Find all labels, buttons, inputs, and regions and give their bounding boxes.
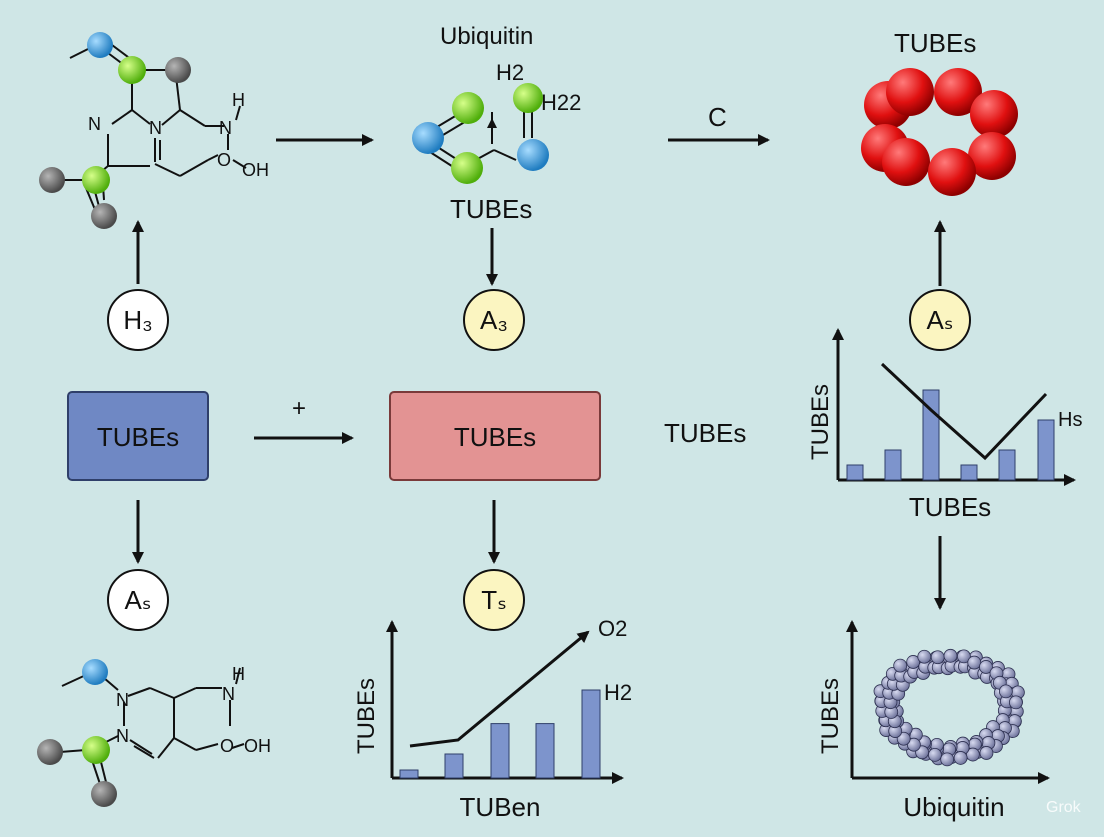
box-blue-label: TUBEs <box>97 422 179 452</box>
sphere <box>917 649 932 664</box>
bar <box>960 464 978 481</box>
node-as-right: Aₛ <box>909 289 971 351</box>
node-as-left-label: Aₛ <box>124 585 151 615</box>
sphere <box>998 684 1013 699</box>
bar <box>1037 419 1055 481</box>
arrow-up-small <box>487 118 497 128</box>
tubes-label: TUBEs <box>450 194 532 224</box>
node-as-left: Aₛ <box>107 569 169 631</box>
bar <box>444 753 464 779</box>
x-axis-label: TUBen <box>460 792 541 822</box>
annotation-label: H2 <box>604 680 632 705</box>
watermark: Grok <box>1046 799 1082 816</box>
atom-label: OH <box>242 160 269 180</box>
atom-gray <box>91 203 117 229</box>
bar <box>846 464 864 481</box>
arrow-label-c: C <box>708 102 727 132</box>
atom-label: N <box>88 114 101 134</box>
node-ts: Tₛ <box>463 569 525 631</box>
atom-gray <box>91 781 117 807</box>
node-h3-label: H₃ <box>123 305 152 335</box>
bar <box>581 689 601 779</box>
atom-green <box>118 56 146 84</box>
atom-green <box>82 736 110 764</box>
plus-label: + <box>292 395 306 422</box>
atom-label: N <box>219 118 232 138</box>
sphere <box>940 752 955 767</box>
y-axis-label: TUBEs <box>817 678 844 754</box>
atom-label: O <box>220 736 234 756</box>
sphere <box>943 648 958 663</box>
node-a3: A₃ <box>463 289 525 351</box>
sphere <box>967 655 982 670</box>
atom-label: N <box>149 118 162 138</box>
node-a3-label: A₃ <box>480 305 508 335</box>
atom-green <box>82 166 110 194</box>
atom-gray <box>39 167 65 193</box>
bar <box>490 723 510 779</box>
atom-green <box>452 92 484 124</box>
bar <box>535 723 555 779</box>
sphere <box>928 747 942 762</box>
series-line <box>409 630 590 748</box>
bar <box>399 769 419 779</box>
blob-cluster <box>998 684 1025 710</box>
atom-gray <box>165 57 191 83</box>
sphere <box>979 660 993 674</box>
atom-gray <box>37 739 63 765</box>
atom-label: N <box>116 726 129 746</box>
annotation-label: Hs <box>1058 409 1082 431</box>
y-axis-label: TUBEs <box>807 384 834 460</box>
molecule-bottom-left <box>59 667 245 785</box>
box-blue-tubes: TUBEs <box>67 391 209 481</box>
sphere <box>893 658 908 673</box>
atom-label: H <box>232 90 245 110</box>
series-line <box>880 362 1048 461</box>
atom-blue <box>87 32 113 58</box>
bar <box>998 449 1016 481</box>
atom-blue <box>412 122 444 154</box>
atom-label: H <box>232 664 245 684</box>
red-sphere-ring <box>861 68 1018 196</box>
atom-label: O <box>217 150 231 170</box>
sphere <box>979 746 994 760</box>
atom-green <box>451 152 483 184</box>
sphere <box>906 737 921 752</box>
node-as-right-label: Aₛ <box>926 305 953 335</box>
sphere <box>1008 695 1023 710</box>
atom-blue <box>517 139 549 171</box>
atom-blue <box>82 659 108 685</box>
h2-label: H2 <box>496 60 524 85</box>
box-red-label: TUBEs <box>454 422 536 452</box>
bar <box>884 449 902 481</box>
annotation-label: O2 <box>598 616 627 641</box>
y-axis-label: TUBEs <box>353 678 380 754</box>
tubes-ring-title: TUBEs <box>894 28 976 58</box>
box-red-tubes: TUBEs <box>389 391 601 481</box>
sphere <box>906 655 921 669</box>
x-axis-label: TUBEs <box>909 492 991 522</box>
atom-green <box>513 83 543 113</box>
sphere <box>930 650 945 665</box>
ubiquitin-title: Ubiquitin <box>440 23 533 50</box>
atom-label: N <box>116 690 129 710</box>
atom-label: N <box>222 684 235 704</box>
tubes-floating-label: TUBEs <box>664 418 746 448</box>
h22-label: H22 <box>541 90 581 115</box>
sphere <box>956 649 971 664</box>
node-h3: H₃ <box>107 289 169 351</box>
atom-label: OH <box>244 736 271 756</box>
sphere <box>953 751 968 765</box>
x-axis-label: Ubiquitin <box>903 792 1004 822</box>
node-ts-label: Tₛ <box>481 585 507 615</box>
